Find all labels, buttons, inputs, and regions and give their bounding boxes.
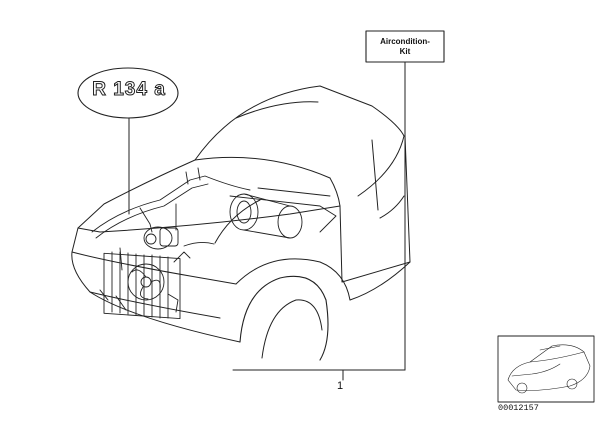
reference-number: 00012157 [498, 403, 539, 413]
front-wheel [239, 275, 329, 361]
refrigerant-label: R 134 a [92, 79, 166, 100]
car-outline [71, 85, 411, 361]
thumbnail-frame [497, 335, 595, 403]
refrigerant-callout-ellipse [77, 67, 179, 119]
item-number: 1 [337, 380, 344, 392]
thumbnail-preview [497, 335, 595, 403]
kit-label-line-1: Aircondition- [380, 37, 430, 46]
engine-components [91, 167, 337, 320]
kit-label-line-2: Kit [399, 47, 411, 56]
